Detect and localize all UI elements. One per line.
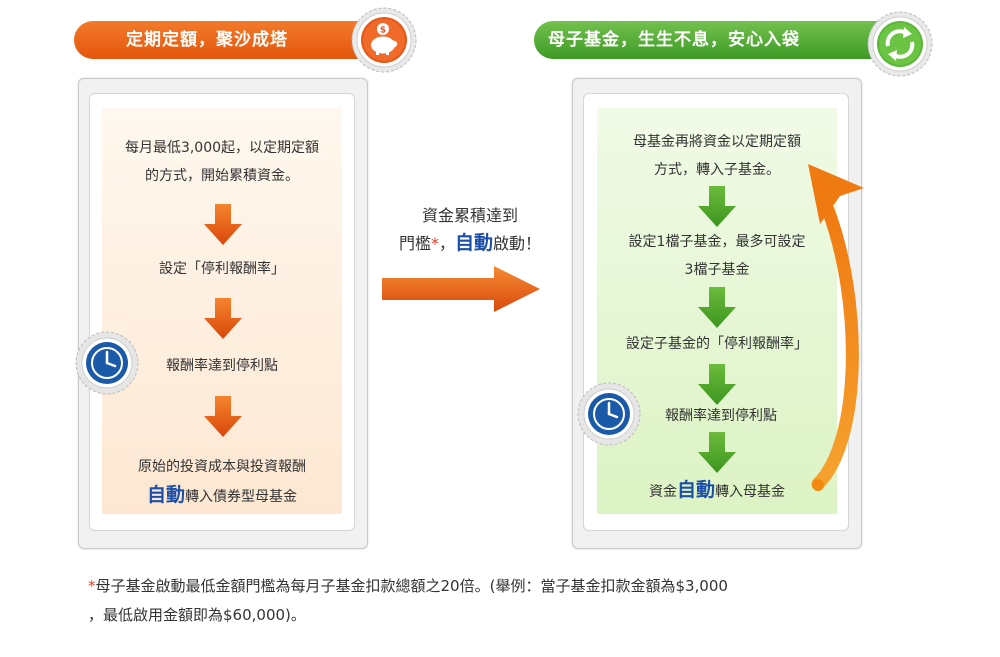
left-step4-rest: 轉入債券型母基金 xyxy=(185,489,297,505)
footnote-text1: 母子基金啟動最低金額門檻為每月子基金扣款總額之20倍。(舉例：當子基金扣款金額為… xyxy=(95,577,728,595)
svg-text:$: $ xyxy=(380,26,386,36)
piggy-bank-icon: $ xyxy=(351,7,417,73)
right-banner: 母子基金，生生不息，安心入袋 xyxy=(534,21,884,59)
curved-return-arrow-icon xyxy=(808,164,864,491)
down-arrow-icon xyxy=(698,186,736,227)
left-banner: 定期定額，聚沙成塔 xyxy=(74,21,374,59)
footnote-text2: ，最低啟用金額即為$60,000)。 xyxy=(88,606,306,624)
right-step3: 設定子基金的「停利報酬率」 xyxy=(626,336,808,352)
middle-line2-b: ， xyxy=(438,234,455,253)
middle-line2-a: 門檻 xyxy=(398,234,431,253)
down-arrow-icon xyxy=(204,396,242,437)
left-step1-line1: 每月最低3,000起，以定期定額 xyxy=(124,140,320,156)
left-step4-auto: 自動 xyxy=(146,484,185,506)
right-step5: 資金自動轉入母基金 xyxy=(597,476,837,506)
right-step5-auto: 自動 xyxy=(676,479,715,501)
left-banner-title: 定期定額，聚沙成塔 xyxy=(126,30,288,50)
right-step1-line2: 方式，轉入子基金。 xyxy=(654,162,780,178)
middle-line2: 門檻*，自動啟動！ xyxy=(380,229,560,258)
footnote-line2: ，最低啟用金額即為$60,000)。 xyxy=(88,604,306,625)
right-arrow-icon xyxy=(382,266,540,312)
right-step1-line1: 母基金再將資金以定期定額 xyxy=(633,134,801,150)
middle-line2-c: 啟動！ xyxy=(493,234,542,253)
down-arrow-icon xyxy=(204,204,242,245)
left-step4-line1: 原始的投資成本與投資報酬 xyxy=(138,459,306,475)
down-arrow-icon xyxy=(204,298,242,339)
footnote-star: * xyxy=(88,577,96,595)
right-step5-b: 轉入母基金 xyxy=(715,484,785,500)
clock-icon xyxy=(75,331,139,395)
left-step4-line2: 自動轉入債券型母基金 xyxy=(102,481,342,511)
middle-line1: 資金累積達到 xyxy=(421,206,518,225)
middle-auto: 自動 xyxy=(455,232,494,254)
right-step2-line1: 設定1檔子基金，最多可設定 xyxy=(628,234,806,250)
right-step5-a: 資金 xyxy=(648,484,677,500)
right-step2-line2: 3檔子基金 xyxy=(684,262,750,278)
down-arrow-icon xyxy=(698,287,736,328)
down-arrow-icon xyxy=(698,432,736,473)
footnote-line1: *母子基金啟動最低金額門檻為每月子基金扣款總額之20倍。(舉例：當子基金扣款金額… xyxy=(88,575,728,596)
recycle-icon xyxy=(867,11,933,77)
left-step1-line2: 的方式，開始累積資金。 xyxy=(145,168,299,184)
right-step4: 報酬率達到停利點 xyxy=(665,408,777,424)
clock-icon xyxy=(577,382,641,446)
left-step2: 設定「停利報酬率」 xyxy=(159,261,285,277)
left-step3: 報酬率達到停利點 xyxy=(166,358,278,374)
down-arrow-icon xyxy=(698,364,736,405)
middle-star: * xyxy=(430,234,439,253)
right-banner-title: 母子基金，生生不息，安心入袋 xyxy=(548,30,800,50)
